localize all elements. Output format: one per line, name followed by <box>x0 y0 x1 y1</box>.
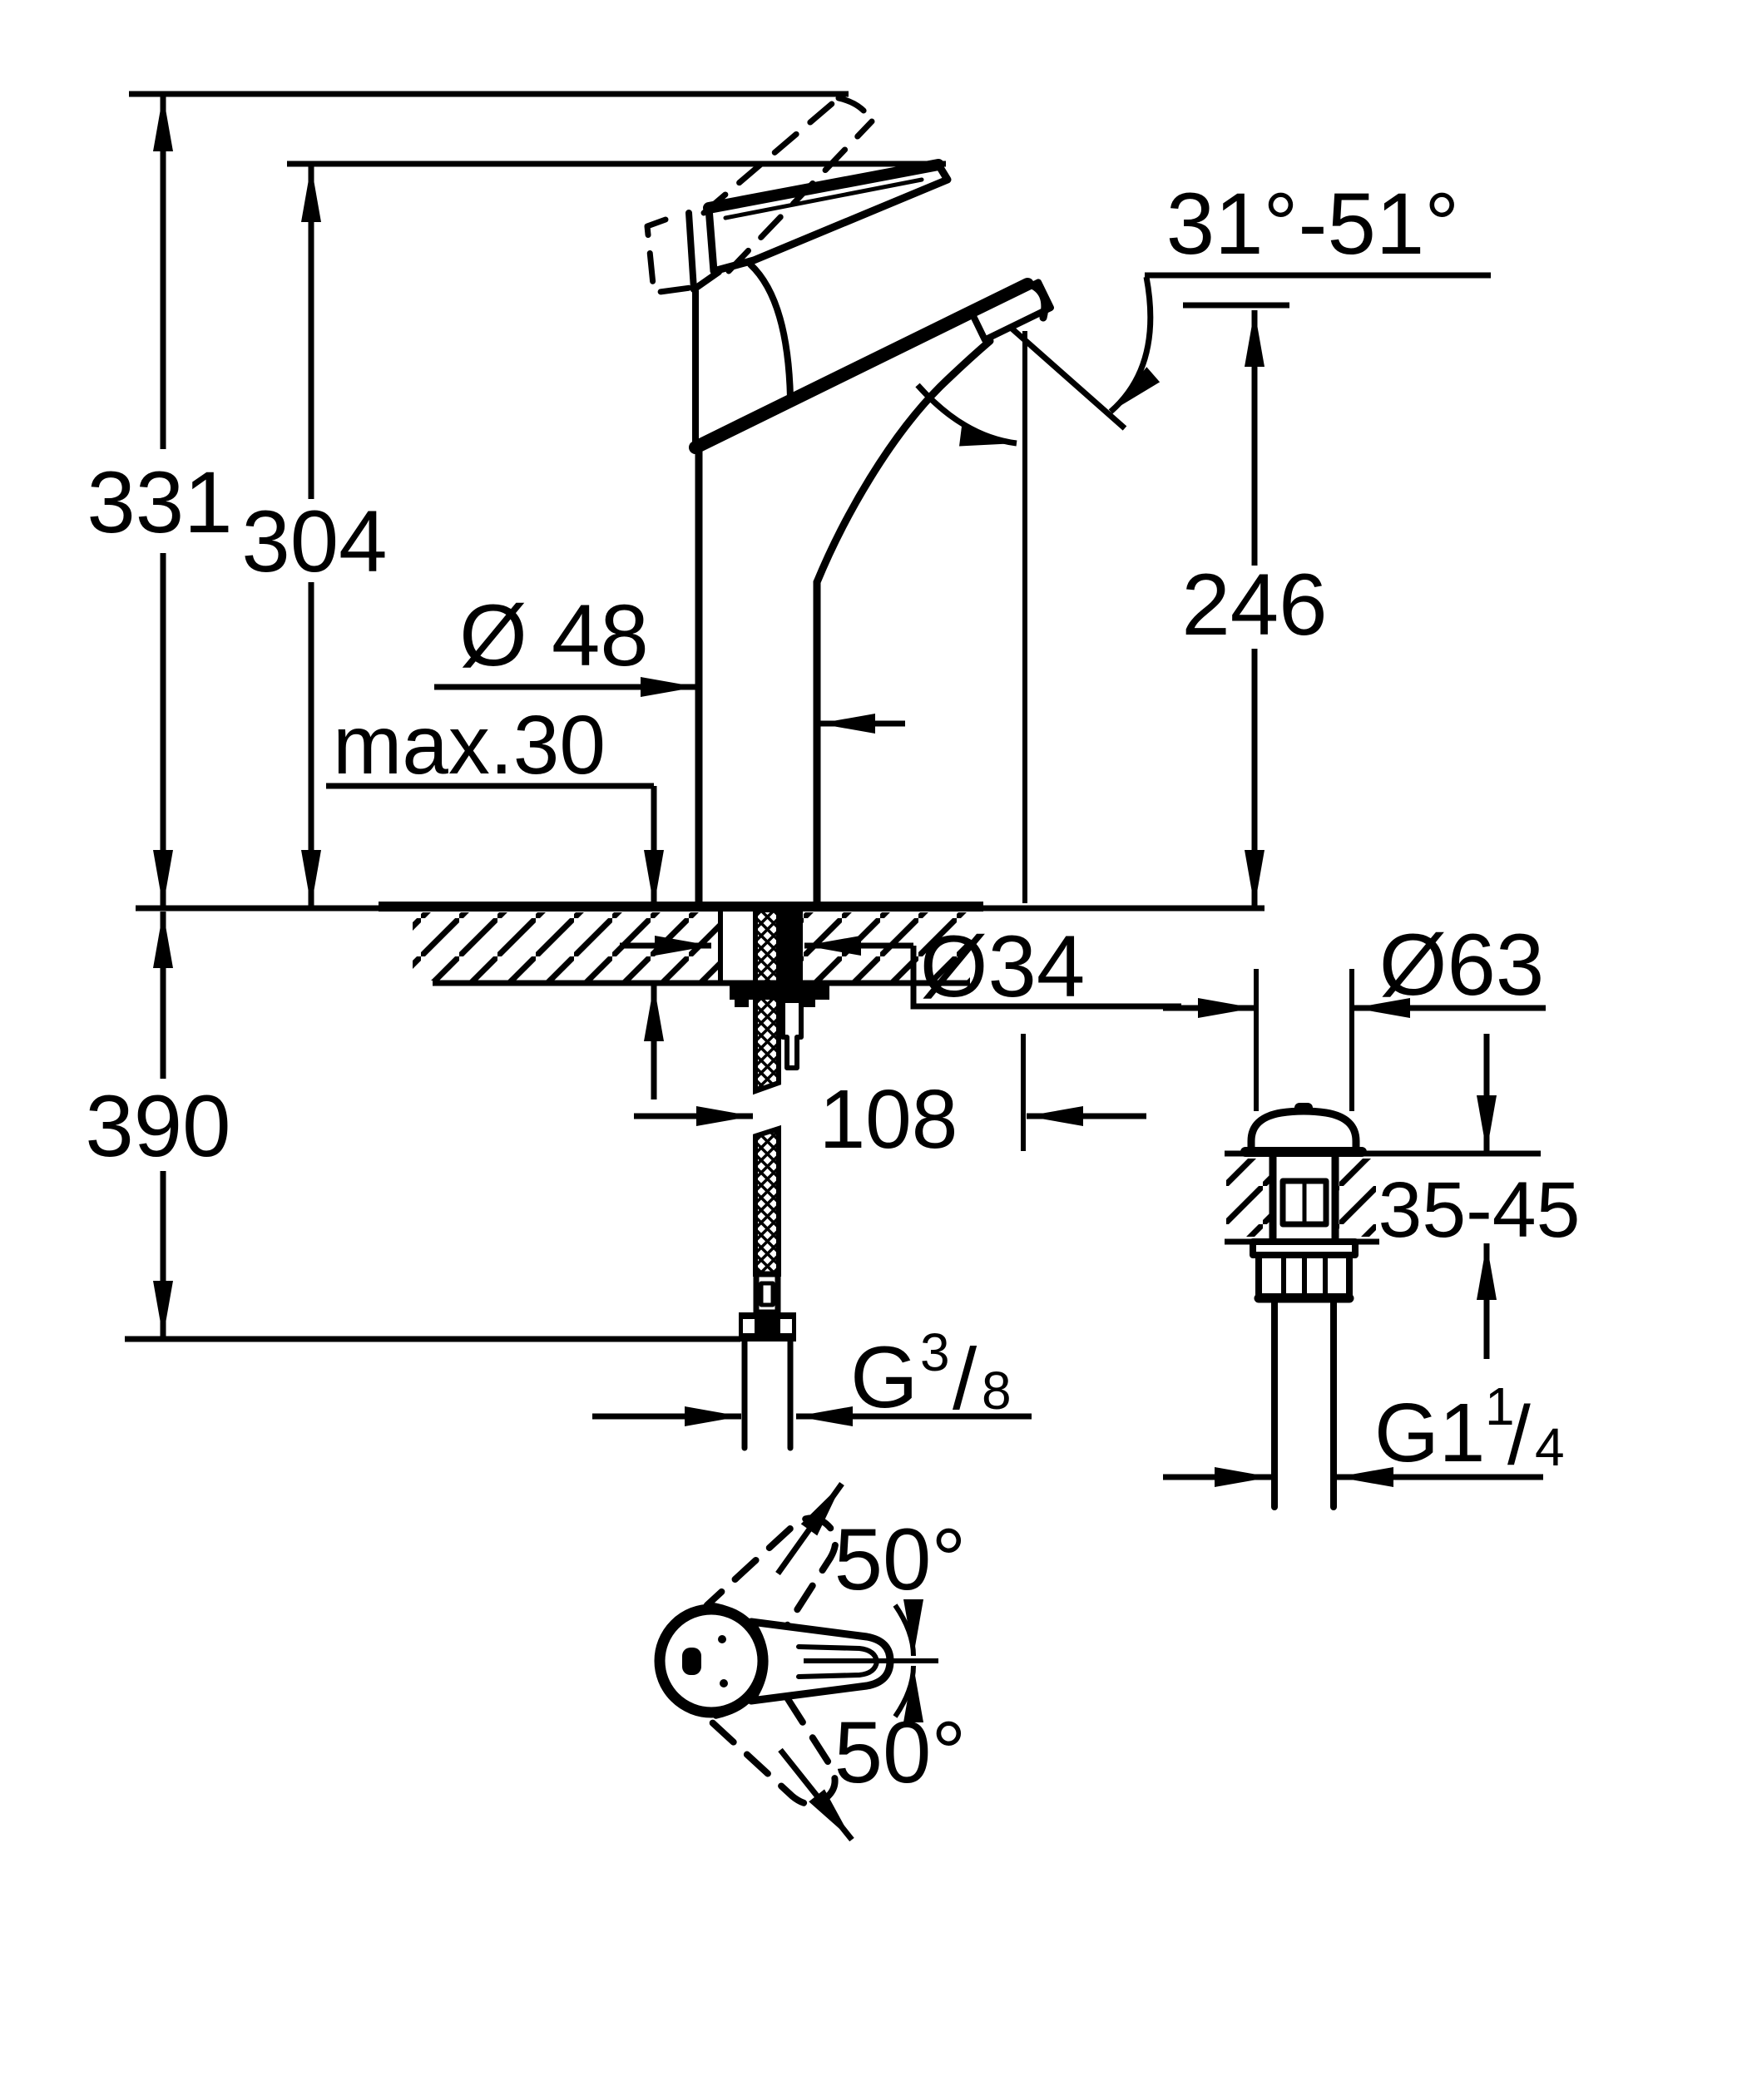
hose-end-adapter-inner <box>759 1281 775 1307</box>
spout-angle-arc <box>1108 276 1161 414</box>
g114-denominator: 4 <box>1535 1417 1565 1477</box>
max-30-label: max.30 <box>333 699 606 792</box>
dia-63-label: Ø63 <box>1379 917 1544 1014</box>
g38-prefix: G <box>850 1329 918 1426</box>
g38-numerator: 3 <box>920 1322 950 1382</box>
spout-angle-label: 31°-51° <box>1166 175 1460 273</box>
g114-prefix: G1 <box>1374 1386 1485 1480</box>
handle-pivot-circle <box>654 1603 769 1718</box>
spout-angle-ray <box>993 312 1127 431</box>
g114-slash: / <box>1507 1389 1531 1482</box>
handle-rotated-down-dashed <box>703 1663 839 1808</box>
hose-nut-slot-left <box>743 1319 755 1333</box>
dia-34-leader <box>910 946 1181 1010</box>
raised-lever-top-dashed <box>700 95 842 216</box>
supply-hose-upper <box>753 907 781 1095</box>
spout-underside <box>813 337 994 586</box>
hose-nut-slot-right <box>780 1319 792 1333</box>
handle-dot-bottom <box>720 1679 728 1687</box>
dim-246-label: 246 <box>1181 556 1327 654</box>
lever-inner-line <box>723 177 924 220</box>
raised-cap-dashed <box>644 216 694 296</box>
drain-hatch-right <box>1337 1159 1376 1237</box>
g38-label: G 3 / 8 <box>850 1322 1012 1428</box>
g38-denominator: 8 <box>982 1361 1012 1421</box>
dia-48-label: Ø 48 <box>459 587 649 684</box>
handle-neck-curve <box>747 261 794 401</box>
dim-3545-label: 35-45 <box>1378 1166 1581 1254</box>
cartridge-cap-edge <box>685 210 697 293</box>
dim-304-label: 304 <box>241 493 387 590</box>
g114-numerator: 1 <box>1485 1376 1515 1436</box>
lever-top-edge <box>703 159 944 214</box>
fixing-stud <box>780 998 804 1070</box>
swing-down-leader <box>778 1747 854 1842</box>
supply-hose-lower <box>753 1124 781 1277</box>
swing-down-label: 50° <box>834 1704 967 1801</box>
drain-hatch-left <box>1226 1159 1271 1237</box>
raised-lever-tip-dashed <box>835 95 875 125</box>
dim-108-label: 108 <box>819 1073 958 1166</box>
drain-cap <box>1247 1107 1360 1155</box>
handle-dot-top <box>718 1635 726 1643</box>
drain-detail-view: Ø63 35-45 G1 1 / 4 <box>1163 917 1581 1510</box>
dia-34-label: Ø34 <box>920 918 1085 1015</box>
g38-slash: / <box>953 1331 977 1428</box>
mounting-flange <box>730 986 829 1000</box>
dim-390-label: 390 <box>85 1078 230 1175</box>
swing-down-arc <box>893 1665 923 1723</box>
swing-up-label: 50° <box>834 1511 967 1608</box>
raised-lever-bottom-dashed <box>725 118 875 274</box>
dim-331-label: 331 <box>87 454 232 551</box>
flange-tab-left <box>735 1000 749 1007</box>
cartridge-cap-bottom <box>690 269 722 293</box>
main-view: 331 304 390 246 Ø 48 max.30 31°-51° <box>85 91 1491 1451</box>
spout-tip <box>1024 279 1049 322</box>
g114-label: G1 1 / 4 <box>1374 1376 1565 1482</box>
swing-up-arc <box>893 1598 923 1657</box>
flange-tab-right <box>801 1000 815 1007</box>
swing-up-leader <box>775 1481 844 1576</box>
handle-rotation-view: 50° 50° <box>654 1481 967 1842</box>
handle-slot <box>682 1648 701 1675</box>
